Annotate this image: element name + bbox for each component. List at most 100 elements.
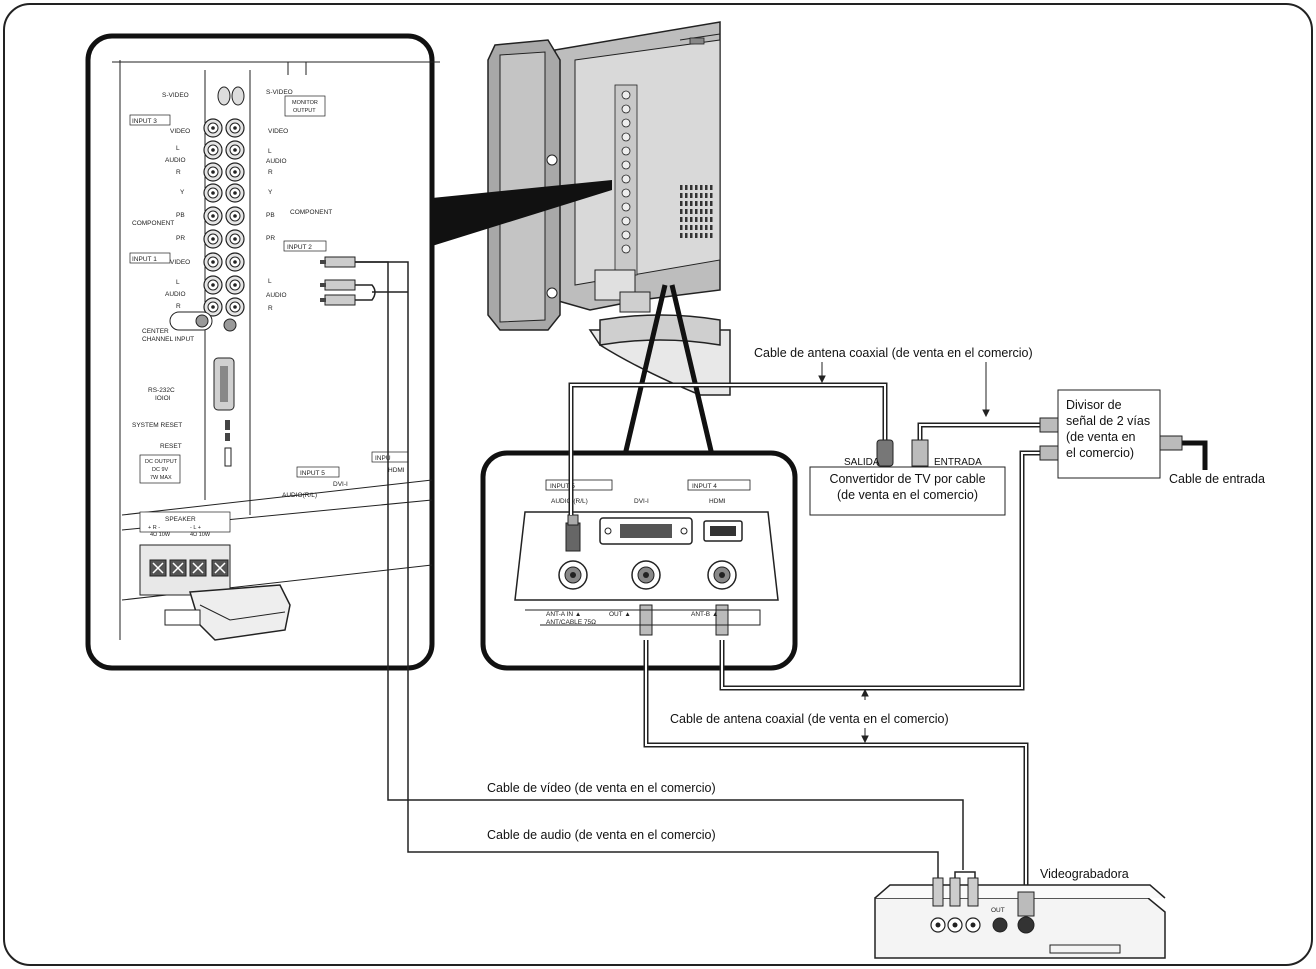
- f-connector: [559, 561, 587, 589]
- s-video-jack: [232, 87, 244, 105]
- lp-reset: RESET: [160, 443, 182, 450]
- rca-jack: [204, 276, 222, 294]
- vent-slot: [695, 185, 698, 190]
- salida-label: SALIDA: [844, 455, 880, 470]
- vcr-ant-jack: [1018, 917, 1034, 933]
- vent-slot: [690, 217, 693, 222]
- lp-hdmi: HDMI: [388, 467, 405, 474]
- vent-slot: [685, 201, 688, 206]
- vent-slot: [710, 217, 713, 222]
- lp-dvi: DVI-I: [333, 481, 348, 488]
- vcr-device: OUT: [875, 878, 1165, 958]
- vent-slot: [695, 217, 698, 222]
- tv-jack: [622, 91, 630, 99]
- rca-jack: [226, 207, 244, 225]
- rca-plug: [325, 280, 355, 290]
- rca-jack: [204, 184, 222, 202]
- inset-ant-cable: ANT/CABLE 75Ω: [546, 619, 596, 626]
- lp-r-2: R: [268, 305, 273, 312]
- inset-ant-a: ANT-A IN ▲: [546, 611, 581, 618]
- tv-jack: [622, 133, 630, 141]
- vent-slot: [700, 201, 703, 206]
- vent-slot: [700, 233, 703, 238]
- vent-slot: [695, 201, 698, 206]
- rca-jack: [226, 119, 244, 137]
- lp-y-2: Y: [268, 189, 273, 196]
- vent-slot: [705, 201, 708, 206]
- rca-jack: [226, 298, 244, 316]
- lp-r-out: R: [268, 169, 273, 176]
- lp-y: Y: [180, 189, 185, 196]
- vent-slot: [705, 225, 708, 230]
- lp-l-2: L: [268, 278, 272, 285]
- lp-dc-3: 7W MAX: [150, 475, 172, 481]
- vent-slot: [695, 193, 698, 198]
- lp-pb-2: PB: [266, 212, 275, 219]
- vent-slot: [680, 193, 683, 198]
- tv-jack: [622, 245, 630, 253]
- vcr-out-label: OUT: [991, 907, 1005, 914]
- vcr-label: Videograbadora: [1040, 867, 1129, 882]
- tv-jack: [622, 147, 630, 155]
- inset-hdmi: HDMI: [709, 498, 726, 505]
- inset-dvi: DVI-I: [634, 498, 649, 505]
- vent-slot: [705, 185, 708, 190]
- splitter-line-2: señal de 2 vías: [1066, 414, 1150, 429]
- rca-jack: [204, 253, 222, 271]
- lp-l-3: L: [176, 145, 180, 152]
- vent-slot: [710, 185, 713, 190]
- vent-slot: [680, 185, 683, 190]
- vent-slot: [685, 209, 688, 214]
- entrada-label: ENTRADA: [934, 455, 982, 470]
- lp-input5: INPUT 5: [300, 470, 325, 477]
- vent-slot: [705, 233, 708, 238]
- lp-input3: INPUT 3: [132, 118, 157, 125]
- audio-plug: [566, 523, 580, 551]
- vent-slot: [705, 193, 708, 198]
- splitter-line-4: el comercio): [1066, 446, 1134, 461]
- tv-jack: [622, 231, 630, 239]
- rca-jack: [204, 207, 222, 225]
- cable-input-label: Cable de entrada: [1169, 472, 1265, 487]
- vent-slot: [690, 185, 693, 190]
- video-cable-label: Cable de vídeo (de venta en el comercio): [487, 781, 716, 796]
- lp-svideo-in: S-VIDEO: [162, 92, 189, 99]
- coax-top-label: Cable de antena coaxial (de venta en el …: [754, 346, 1033, 361]
- lp-rs232-2: IOIOI: [155, 395, 171, 402]
- vcr-rca-plug: [950, 878, 960, 906]
- vent-slot: [700, 185, 703, 190]
- rca-jack: [204, 119, 222, 137]
- lp-audio-3: AUDIO: [165, 157, 186, 164]
- vent-slot: [710, 193, 713, 198]
- lp-monitor-2: OUTPUT: [293, 108, 316, 114]
- coax-bottom-label: Cable de antena coaxial (de venta en el …: [670, 712, 949, 727]
- tv-jack: [622, 189, 630, 197]
- lp-video-1: VIDEO: [170, 259, 190, 266]
- vent-slot: [710, 209, 713, 214]
- vent-slot: [695, 209, 698, 214]
- lp-video-out: VIDEO: [268, 128, 288, 135]
- inset-ant-b: ANT-B ▲: [691, 611, 718, 618]
- lp-audio-2: AUDIO: [266, 292, 287, 299]
- lp-pb: PB: [176, 212, 185, 219]
- rca-jack: [226, 276, 244, 294]
- arrows: [819, 362, 989, 742]
- vent-slot: [680, 217, 683, 222]
- lp-speaker: SPEAKER: [165, 516, 196, 523]
- lp-l-1: L: [176, 279, 180, 286]
- vent-slot: [700, 209, 703, 214]
- vent-slot: [710, 225, 713, 230]
- lp-spk-l: - L +: [190, 525, 201, 531]
- vent-slot: [700, 225, 703, 230]
- lp-pr-2: PR: [266, 235, 275, 242]
- vent-slot: [685, 193, 688, 198]
- tv-jack: [622, 175, 630, 183]
- lp-center-2: CHANNEL INPUT: [142, 336, 194, 343]
- rca-jack: [204, 141, 222, 159]
- lp-spk-l2: 4Ω 10W: [190, 532, 211, 538]
- rca-jack: [226, 141, 244, 159]
- tv-jack: [622, 161, 630, 169]
- tv-jack: [622, 203, 630, 211]
- lp-component: COMPONENT: [132, 220, 174, 227]
- lp-component-2: COMPONENT: [290, 209, 332, 216]
